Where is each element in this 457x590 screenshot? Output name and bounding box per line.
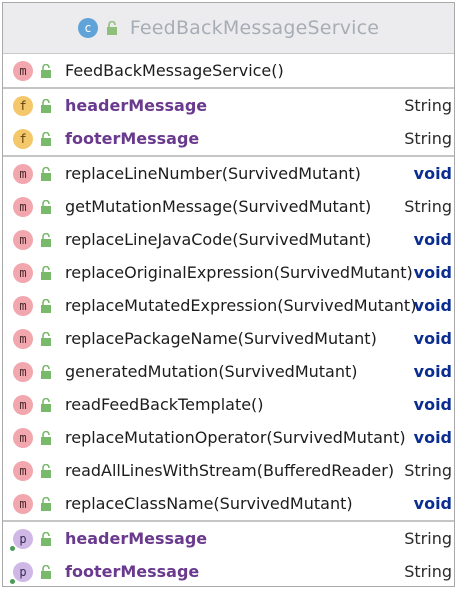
method-icon: m [13, 60, 33, 81]
fields-section: f headerMessage String f footerMessage S… [3, 89, 454, 157]
method-return-type: String [404, 461, 452, 480]
method-name: replaceLineJavaCode(SurvivedMutant) [65, 230, 372, 249]
property-dot-icon [10, 545, 15, 551]
class-title: FeedBackMessageService [129, 17, 380, 39]
method-icon: m [13, 229, 33, 250]
method-return-type: void [413, 230, 452, 249]
field-name: headerMessage [65, 96, 208, 115]
lock-icon [41, 298, 51, 313]
lock-icon [41, 564, 51, 579]
lock-icon [41, 265, 51, 280]
method-row[interactable]: m generatedMutation(SurvivedMutant) void [3, 355, 454, 388]
method-return-type: String [404, 197, 452, 216]
lock-icon [41, 496, 51, 511]
method-return-type: void [413, 428, 452, 447]
method-row[interactable]: m readAllLinesWithStream(BufferedReader) S… [3, 454, 454, 487]
method-name: readFeedBackTemplate() [65, 395, 264, 414]
method-return-type: void [413, 362, 452, 381]
method-return-type: void [413, 329, 452, 348]
method-icon: m [13, 196, 33, 217]
method-return-type: void [413, 395, 452, 414]
lock-icon [41, 199, 51, 214]
field-icon: f [13, 95, 33, 116]
lock-icon [41, 131, 51, 146]
method-row[interactable]: m replaceLineJavaCode(SurvivedMutant) void [3, 223, 454, 256]
field-row[interactable]: f headerMessage String [3, 89, 454, 122]
property-type: String [404, 562, 452, 581]
property-name: footerMessage [65, 562, 200, 581]
method-return-type: void [413, 164, 452, 183]
method-name: replaceMutatedExpression(SurvivedMutant) [65, 296, 417, 315]
public-lock-icon [106, 21, 117, 35]
property-dot-icon [10, 578, 15, 584]
property-row[interactable]: p headerMessage String [3, 522, 454, 555]
method-icon: m [13, 361, 33, 382]
method-icon: m [13, 295, 33, 316]
method-name: replaceLineNumber(SurvivedMutant) [65, 164, 361, 183]
method-name: replaceMutationOperator(SurvivedMutant) [65, 428, 406, 447]
method-row[interactable]: m replaceMutationOperator(SurvivedMutant)… [3, 421, 454, 454]
property-name: headerMessage [65, 529, 208, 548]
method-icon: m [13, 460, 33, 481]
method-row[interactable]: m replacePackageName(SurvivedMutant) void [3, 322, 454, 355]
method-icon: m [13, 262, 33, 283]
property-row[interactable]: p footerMessage String [3, 555, 454, 588]
lock-icon [41, 331, 51, 346]
property-icon: p [10, 561, 33, 584]
property-icon: p [10, 528, 33, 551]
class-icon: c [77, 18, 98, 38]
constructors-section: m FeedBackMessageService() [3, 54, 454, 89]
lock-icon [41, 166, 51, 181]
method-return-type: void [413, 263, 452, 282]
method-row[interactable]: m replaceMutatedExpression(SurvivedMutant… [3, 289, 454, 322]
method-icon: m [13, 493, 33, 514]
property-type: String [404, 529, 452, 548]
field-icon: f [13, 128, 33, 149]
method-name: generatedMutation(SurvivedMutant) [65, 362, 358, 381]
lock-icon [41, 430, 51, 445]
lock-icon [41, 364, 51, 379]
lock-icon [41, 397, 51, 412]
method-icon: m [13, 427, 33, 448]
method-row[interactable]: m readFeedBackTemplate() void [3, 388, 454, 421]
method-name: replaceOriginalExpression(SurvivedMutant… [65, 263, 413, 282]
method-return-type: void [413, 494, 452, 513]
methods-section: m replaceLineNumber(SurvivedMutant) void m g… [3, 157, 454, 522]
method-name: getMutationMessage(SurvivedMutant) [65, 197, 372, 216]
method-icon: m [13, 328, 33, 349]
method-icon: m [13, 163, 33, 184]
method-row[interactable]: m getMutationMessage(SurvivedMutant) Strin… [3, 190, 454, 223]
method-row[interactable]: m replaceClassName(SurvivedMutant) void [3, 487, 454, 520]
lock-icon [41, 232, 51, 247]
method-name: replaceClassName(SurvivedMutant) [65, 494, 353, 513]
method-name: readAllLinesWithStream(BufferedReader) [65, 461, 395, 480]
lock-icon [41, 531, 51, 546]
lock-icon [41, 463, 51, 478]
field-row[interactable]: f footerMessage String [3, 122, 454, 155]
method-row[interactable]: m replaceOriginalExpression(SurvivedMutan… [3, 256, 454, 289]
class-header: c FeedBackMessageService [3, 3, 454, 54]
field-name: footerMessage [65, 129, 200, 148]
constructor-row[interactable]: m FeedBackMessageService() [3, 54, 454, 87]
method-name: replacePackageName(SurvivedMutant) [65, 329, 377, 348]
method-row[interactable]: m replaceLineNumber(SurvivedMutant) void [3, 157, 454, 190]
field-type: String [404, 129, 452, 148]
lock-icon [41, 98, 51, 113]
method-icon: m [13, 394, 33, 415]
lock-icon [41, 63, 51, 78]
method-return-type: void [413, 296, 452, 315]
field-type: String [404, 96, 452, 115]
constructor-name: FeedBackMessageService() [65, 61, 284, 80]
